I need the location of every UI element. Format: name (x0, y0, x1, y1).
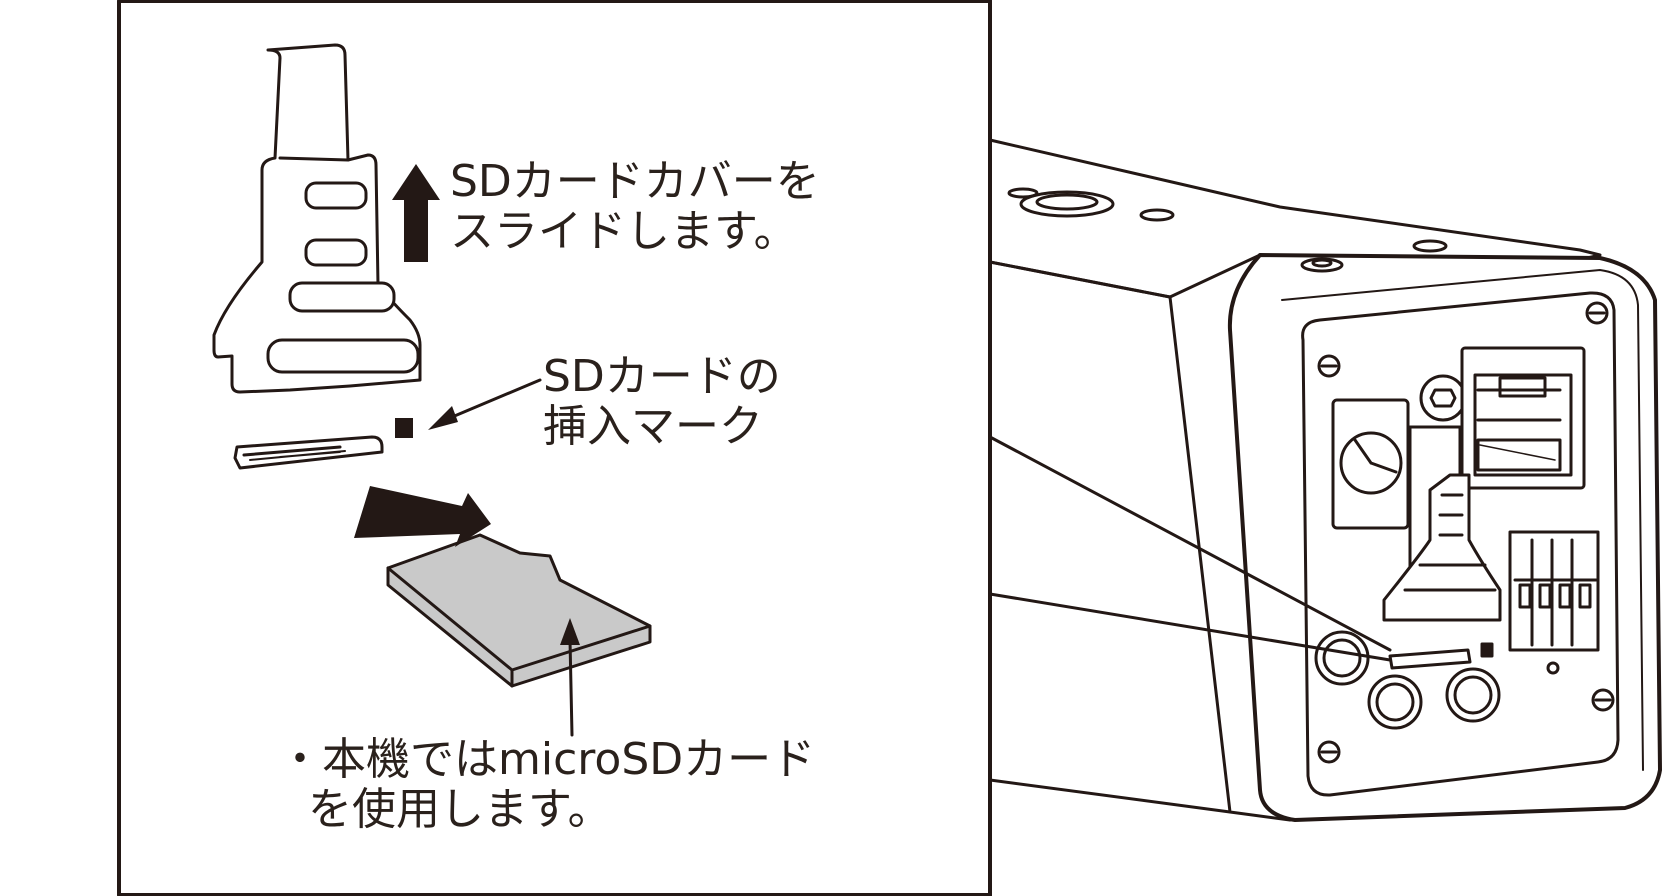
slide-cover-line1: SDカードカバーを (450, 156, 820, 207)
insert-mark-line1: SDカードの (543, 351, 781, 402)
microsd-card (386, 533, 652, 688)
screw-icon (1591, 688, 1615, 712)
slide-cover-instruction: SDカードカバーを スライドします。 (450, 157, 820, 257)
screw-icon (1317, 740, 1341, 764)
screw-icon (1317, 354, 1341, 378)
arrow-pointer-card (560, 618, 580, 737)
insert-mark-label: SDカードの 挿入マーク (543, 352, 781, 452)
sd-insert-mark-icon (395, 418, 413, 438)
slide-cover-line2: スライドします。 (450, 206, 798, 257)
arrow-up-icon (392, 164, 440, 262)
sd-card-slot (233, 435, 384, 470)
microsd-note-line2: を使用します。 (308, 784, 612, 835)
insert-mark-line2: 挿入マーク (543, 401, 763, 452)
sd-card-cover (212, 43, 422, 394)
screw-icon (1585, 301, 1609, 325)
arrow-left-icon (428, 378, 542, 430)
camera-body (988, 138, 1662, 822)
arrow-right-icon (354, 486, 491, 547)
microsd-note-line1: ・本機ではmicroSDカード (278, 734, 816, 785)
microsd-note: ・本機ではmicroSDカード を使用します。 (278, 735, 815, 835)
